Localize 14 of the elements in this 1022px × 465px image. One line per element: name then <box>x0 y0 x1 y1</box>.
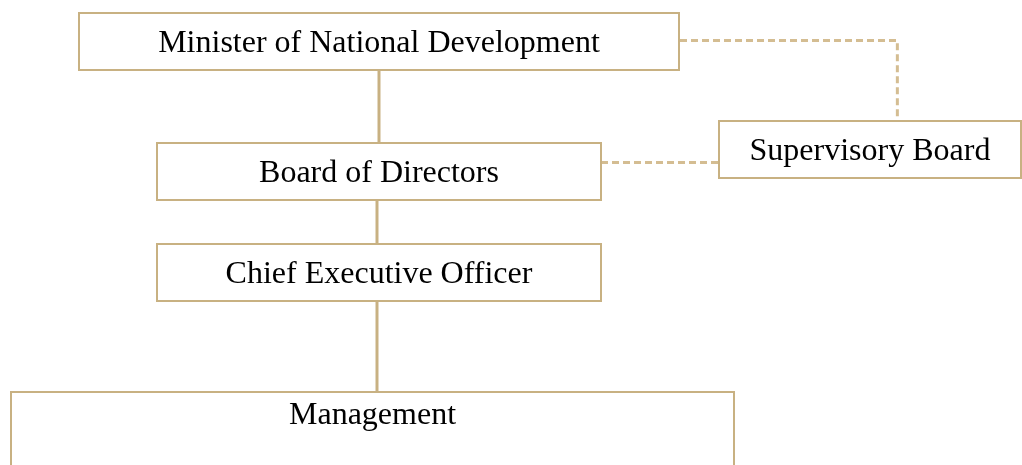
dashed-connector <box>602 161 718 164</box>
org-box <box>10 391 735 465</box>
connector-line <box>375 302 379 391</box>
connector-line <box>377 71 381 142</box>
org-box <box>156 243 602 302</box>
box-label: Management <box>288 396 456 432</box>
box-label: Board of Directors <box>259 153 499 190</box>
box-label: Chief Executive Officer <box>225 254 533 291</box>
box-label: Minister of National Development <box>158 23 600 60</box>
box-label: Supervisory Board <box>749 131 991 168</box>
org-box <box>156 142 602 201</box>
org-box <box>718 120 1022 179</box>
connector-line <box>375 201 379 243</box>
org-box <box>78 12 680 71</box>
